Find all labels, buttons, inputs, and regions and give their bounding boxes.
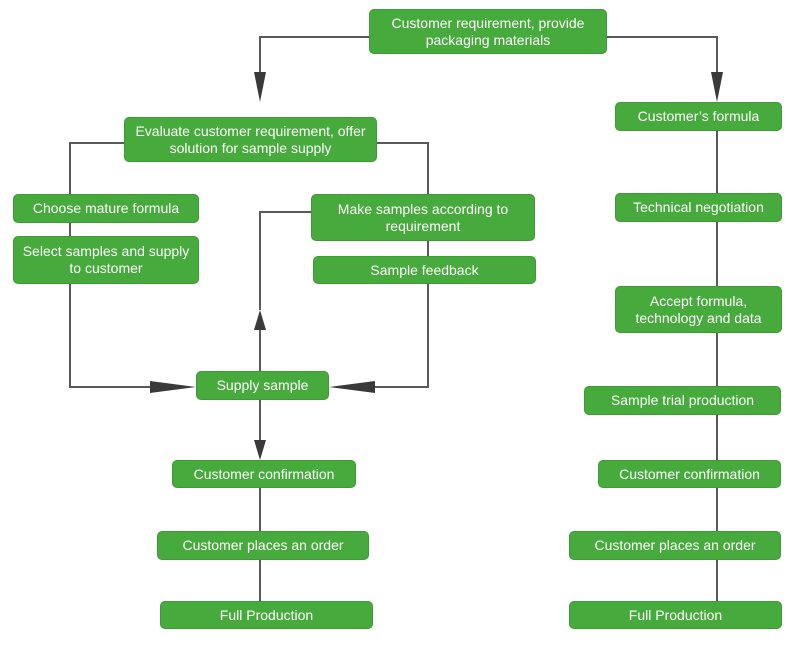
- arrow-into-supply-left: [150, 381, 196, 393]
- node-customer-requirement: Customer requirement, provide packaging …: [369, 9, 607, 54]
- node-label: Supply sample: [216, 377, 309, 393]
- node-label: Full Production: [628, 606, 723, 623]
- node-sample-trial-production: Sample trial production: [584, 386, 781, 415]
- node-label: Sample feedback: [370, 261, 479, 278]
- node-label: Technical negotiation: [633, 199, 764, 215]
- node-label: Evaluate customer requirement, offer sol…: [135, 122, 366, 156]
- node-left-customer-order: Customer places an order: [157, 531, 369, 560]
- arrow-into-confirmation: [254, 440, 266, 460]
- node-technical-negotiation: Technical negotiation: [615, 193, 782, 222]
- arrow-into-supply-right: [329, 381, 375, 393]
- arrow-up: [254, 310, 266, 330]
- node-label: Full Production: [219, 606, 314, 623]
- node-label: Choose mature formula: [32, 200, 180, 216]
- node-evaluate-requirement: Evaluate customer requirement, offer sol…: [124, 117, 377, 162]
- node-label: Customer’s formula: [637, 108, 760, 124]
- node-label: Customer requirement, provide packaging …: [391, 14, 585, 48]
- node-label: Accept formula, technology and data: [635, 292, 762, 326]
- node-right-full-production: Full Production: [569, 601, 782, 629]
- connector-top-right: [607, 36, 718, 72]
- node-choose-mature-formula: Choose mature formula: [13, 194, 199, 223]
- node-left-full-production: Full Production: [160, 601, 373, 629]
- arrow-top-right: [711, 72, 723, 102]
- node-right-customer-confirmation: Customer confirmation: [598, 460, 781, 488]
- node-label: Select samples and supply to customer: [22, 243, 190, 276]
- node-label: Customer confirmation: [193, 465, 335, 482]
- node-label: Customer places an order: [594, 537, 756, 553]
- node-sample-feedback: Sample feedback: [313, 256, 536, 284]
- node-label: Customer places an order: [182, 537, 344, 553]
- node-left-customer-confirmation: Customer confirmation: [172, 460, 356, 488]
- arrow-top-left: [254, 72, 266, 102]
- node-make-samples: Make samples according to requirement: [311, 194, 535, 241]
- connector-top-left: [259, 36, 369, 72]
- connector-up-to-make: [259, 211, 311, 310]
- node-label: Customer confirmation: [619, 465, 760, 482]
- node-right-customer-order: Customer places an order: [569, 531, 781, 560]
- node-label: Sample trial production: [610, 392, 755, 408]
- node-supply-sample: Supply sample: [196, 371, 329, 400]
- node-customer-formula: Customer’s formula: [615, 102, 782, 131]
- node-select-samples: Select samples and supply to customer: [13, 236, 199, 284]
- node-label: Make samples according to requirement: [337, 200, 509, 234]
- node-accept-formula: Accept formula, technology and data: [615, 286, 782, 333]
